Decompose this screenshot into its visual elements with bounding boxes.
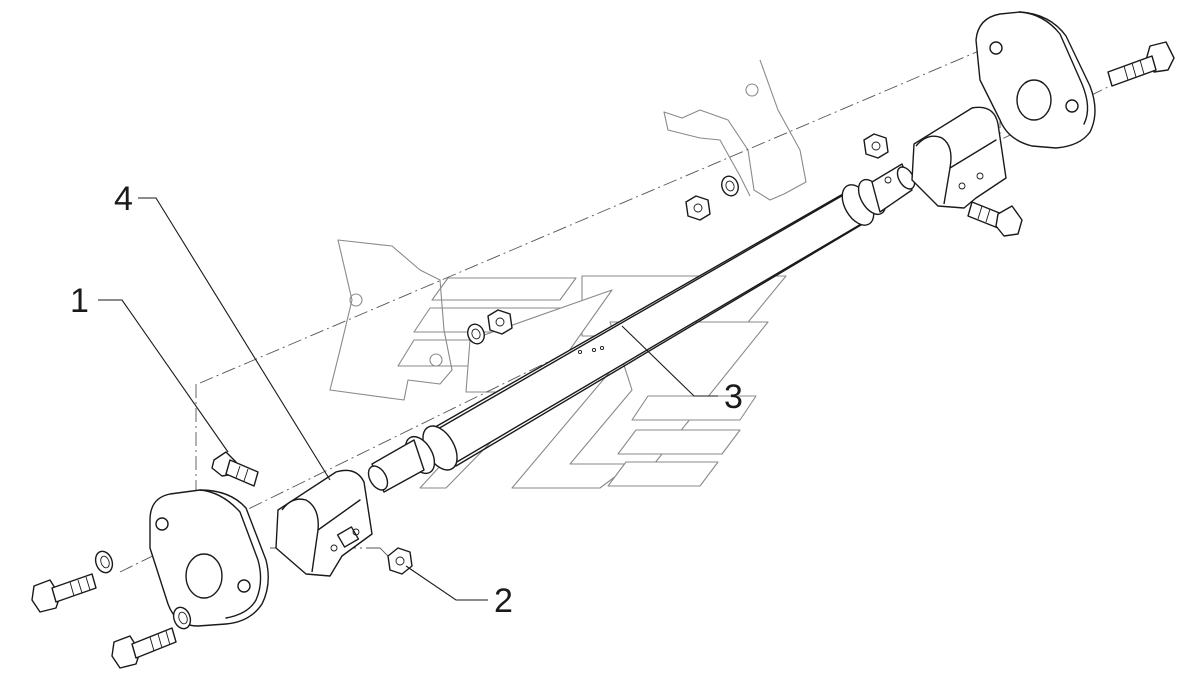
washer-left-2 <box>172 606 192 630</box>
bolt-clevis-right <box>967 201 1023 237</box>
clevis-right <box>911 106 1007 209</box>
bolt-1 <box>211 451 259 487</box>
bolt-lower-left-2 <box>111 627 177 669</box>
nut-right <box>863 133 889 159</box>
clevis-left <box>275 469 373 577</box>
nut-washer-middle <box>467 309 513 345</box>
callout-leaders <box>98 197 718 601</box>
callout-label-3: 3 <box>724 378 743 416</box>
washer-left-1 <box>94 550 114 574</box>
callout-label-4: 4 <box>114 180 133 218</box>
ghost-bracket-left <box>329 239 453 401</box>
shaft-assembly <box>367 163 916 493</box>
nut-washer-upper-middle <box>685 175 739 221</box>
bolt-upper-right <box>1107 41 1175 87</box>
callout-label-2: 2 <box>494 582 513 620</box>
ghost-bracket-right <box>663 59 807 201</box>
nut-2 <box>387 547 413 575</box>
flange-plate-right <box>975 11 1096 149</box>
flange-plate-left <box>149 489 269 627</box>
bolt-lower-left-1 <box>31 573 97 613</box>
callout-label-1: 1 <box>70 282 89 320</box>
